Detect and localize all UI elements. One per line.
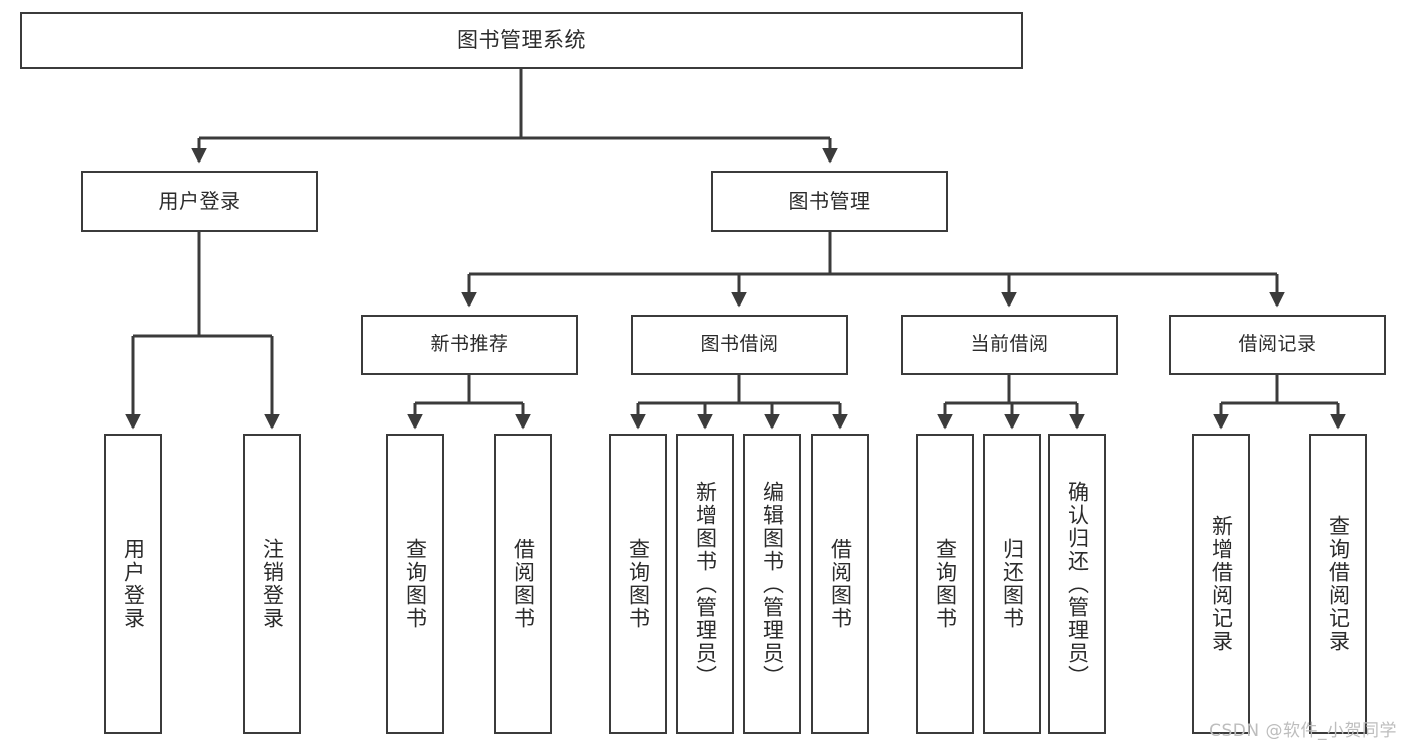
node-borrow-record[interactable]: 借阅记录 (1169, 315, 1386, 375)
node-leaf-logout[interactable]: 注销登录 (243, 434, 301, 734)
node-leaf-query-record[interactable]: 查询借阅记录 (1309, 434, 1367, 734)
node-leaf-borrow-book-1-label: 借阅图书 (511, 538, 536, 630)
node-leaf-add-book-label: 新增图书（管理员） (693, 480, 718, 688)
node-leaf-return-book[interactable]: 归还图书 (983, 434, 1041, 734)
node-leaf-edit-book-label: 编辑图书（管理员） (760, 480, 785, 688)
node-leaf-query-book-3[interactable]: 查询图书 (916, 434, 974, 734)
node-leaf-confirm-return-label: 确认归还（管理员） (1065, 480, 1090, 688)
node-book-borrow-label: 图书借阅 (700, 333, 779, 356)
node-root[interactable]: 图书管理系统 (20, 12, 1023, 69)
node-leaf-query-book-2[interactable]: 查询图书 (609, 434, 667, 734)
node-leaf-add-record-label: 新增借阅记录 (1209, 515, 1234, 653)
node-book-manage-label: 图书管理 (788, 189, 871, 214)
node-new-book-rec-label: 新书推荐 (430, 333, 509, 356)
node-leaf-query-book-2-label: 查询图书 (626, 538, 651, 630)
node-leaf-confirm-return[interactable]: 确认归还（管理员） (1048, 434, 1106, 734)
node-current-borrow[interactable]: 当前借阅 (901, 315, 1118, 375)
node-leaf-query-book-3-label: 查询图书 (933, 538, 958, 630)
node-leaf-user-login[interactable]: 用户登录 (104, 434, 162, 734)
node-current-borrow-label: 当前借阅 (970, 333, 1049, 356)
node-user-login[interactable]: 用户登录 (81, 171, 318, 232)
node-leaf-add-book[interactable]: 新增图书（管理员） (676, 434, 734, 734)
node-book-borrow[interactable]: 图书借阅 (631, 315, 848, 375)
node-leaf-query-record-label: 查询借阅记录 (1326, 515, 1351, 653)
node-leaf-borrow-book-2-label: 借阅图书 (828, 538, 853, 630)
node-book-manage[interactable]: 图书管理 (711, 171, 948, 232)
node-leaf-logout-label: 注销登录 (260, 538, 285, 630)
node-leaf-add-record[interactable]: 新增借阅记录 (1192, 434, 1250, 734)
csdn-watermark: CSDN @软件_小贺同学 (1209, 721, 1397, 741)
node-root-label: 图书管理系统 (457, 27, 586, 52)
node-leaf-borrow-book-1[interactable]: 借阅图书 (494, 434, 552, 734)
node-leaf-return-book-label: 归还图书 (1000, 538, 1025, 630)
node-user-login-label: 用户登录 (158, 189, 241, 214)
node-leaf-borrow-book-2[interactable]: 借阅图书 (811, 434, 869, 734)
node-leaf-query-book-1-label: 查询图书 (403, 538, 428, 630)
node-leaf-edit-book[interactable]: 编辑图书（管理员） (743, 434, 801, 734)
node-leaf-user-login-label: 用户登录 (121, 538, 146, 630)
node-leaf-query-book-1[interactable]: 查询图书 (386, 434, 444, 734)
node-borrow-record-label: 借阅记录 (1238, 333, 1317, 356)
node-new-book-rec[interactable]: 新书推荐 (361, 315, 578, 375)
